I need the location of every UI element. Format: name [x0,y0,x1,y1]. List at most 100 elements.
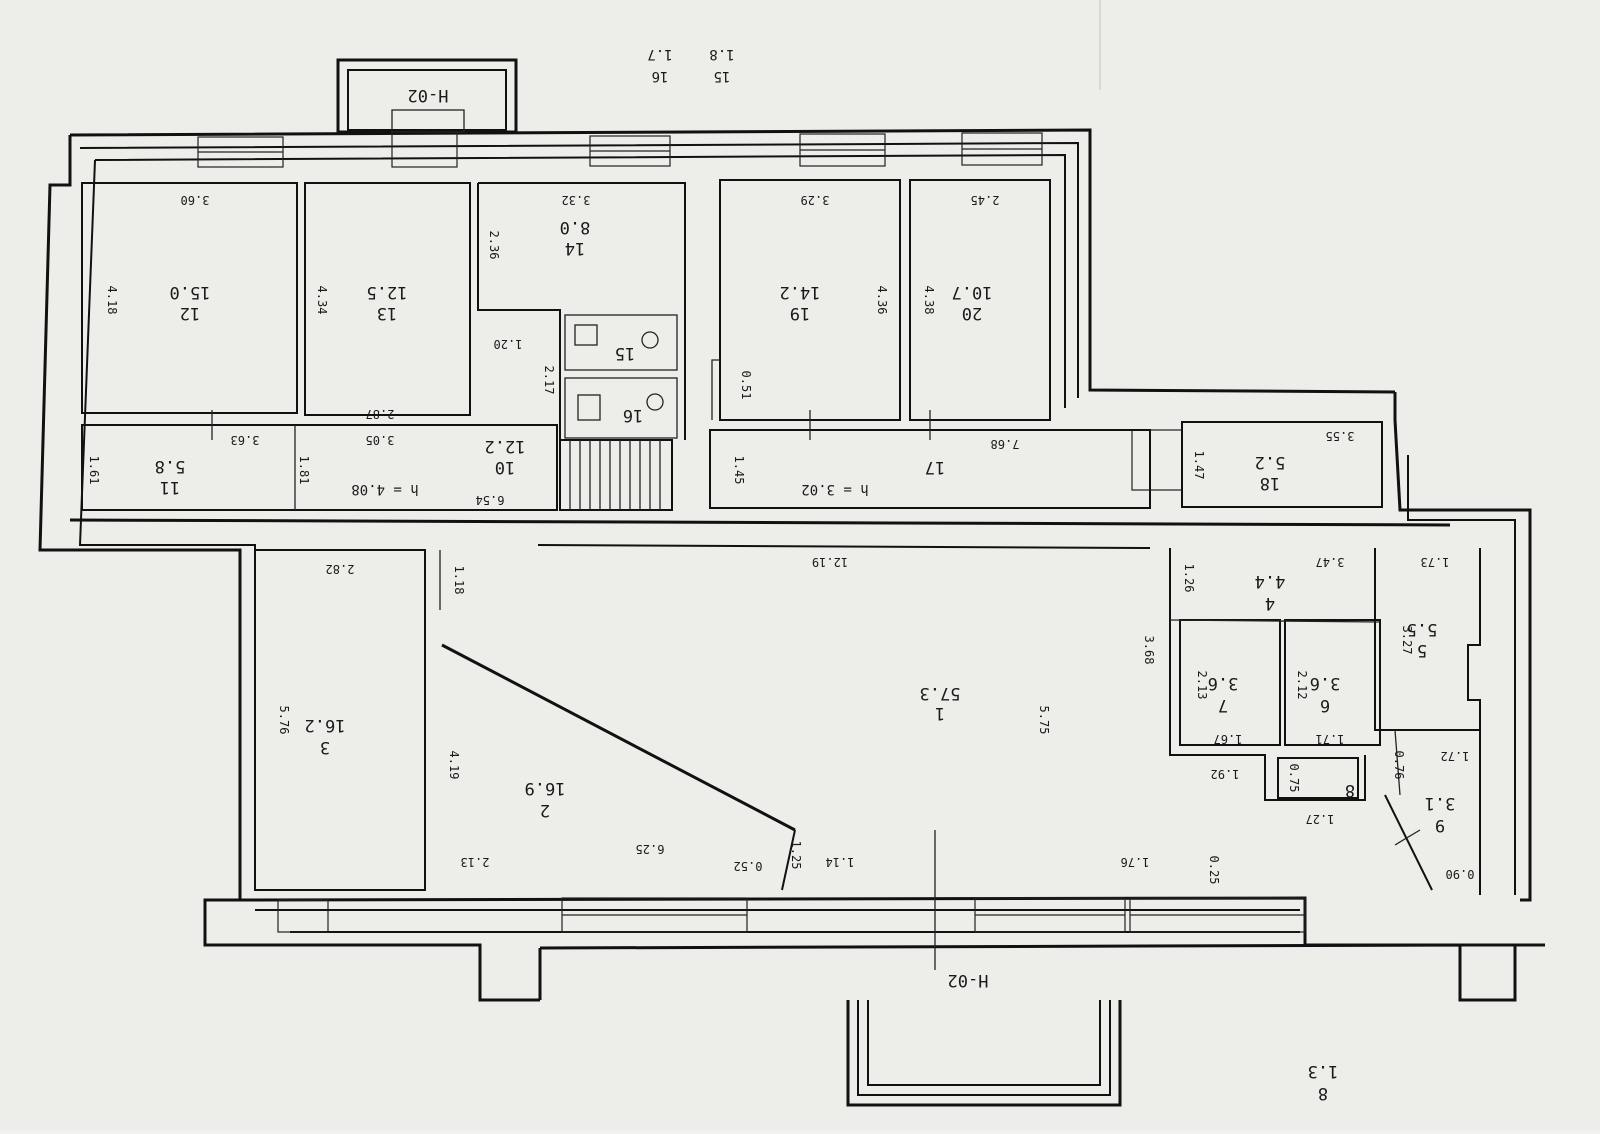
room-number: 19 [790,303,810,323]
dim-label: 3.05 [366,433,395,447]
top-marks: 16 1.7 15 1.8 [647,46,734,84]
room-area: 15.0 [170,282,211,302]
dim-label: 3.55 [1326,429,1355,443]
dim-label: 0.76 [1392,751,1406,780]
room-number: 2 [540,800,550,820]
room-number: 12 [180,303,200,323]
dim-label: 2.12 [1295,671,1309,700]
outer-walls [38,128,1545,1002]
room-number: 14 [565,238,585,258]
dim-label: 1.45 [732,456,746,485]
room-number: 11 [160,477,180,497]
dim-label: 7.68 [991,437,1020,451]
room-area: 12.2 [485,436,526,456]
dim-label: 2.82 [326,562,355,576]
dim-label: 0.51 [739,371,753,400]
dim-label: 2.45 [971,193,1000,207]
top-mark: 1.7 [647,46,672,62]
room-area: 16.2 [305,715,346,735]
dim-label: 0.75 [1287,764,1301,793]
dim-label: 6.25 [636,842,665,856]
dim-label: h = 3.02 [801,481,868,497]
room-area: 12.5 [367,282,408,302]
dim-label: 3.60 [181,193,210,207]
annex-bottom-label: Н-02 [948,970,989,990]
dim-label: 3.27 [1400,626,1414,655]
dim-label: 4.18 [105,286,119,315]
room-area: 57.3 [920,683,961,703]
dim-label: 5.75 [1037,706,1051,735]
room-area: 14.2 [780,282,821,302]
dim-label: 12.19 [812,555,848,569]
dim-label: 1.27 [1306,812,1335,826]
room-number: 15 [615,343,635,363]
room-number: 9 [1435,815,1445,835]
dim-label: 4.38 [922,286,936,315]
dim-label: 4.36 [875,286,889,315]
dim-label: h = 4.08 [351,481,418,497]
dim-label: 1.71 [1316,732,1345,746]
room-area: 5.2 [1255,452,1286,472]
room-number: 17 [925,457,945,477]
room-labels: 12 15.0 13 12.5 14 8.0 15 16 19 14.2 20 … [155,217,1456,1103]
room-number: 13 [377,303,397,323]
dim-label: 1.73 [1421,555,1450,569]
room-area: 4.4 [1255,571,1286,591]
dim-label: 1.20 [494,337,523,351]
room-number: 10 [495,457,515,477]
room-area: 16.9 [525,778,566,798]
dim-label: 1.61 [87,456,101,485]
room-number: 4 [1265,593,1275,613]
room-number: 8 [1318,1083,1328,1103]
dim-label: 6.54 [476,493,505,507]
dim-label: 1.18 [452,566,466,595]
room-area: 3.6 [1310,673,1341,693]
room-number: 3 [320,737,330,757]
room-area: 1.3 [1308,1061,1339,1081]
dim-label: 4.34 [315,286,329,315]
dim-label: 1.76 [1121,855,1150,869]
dim-label: 1.47 [1192,451,1206,480]
room-number: 8 [1345,780,1355,800]
dim-label: 5.76 [277,706,291,735]
dim-label: 1.14 [826,855,855,869]
dim-label: 3.47 [1316,555,1345,569]
room-area: 3.6 [1208,673,1239,693]
dim-label: 1.26 [1182,564,1196,593]
dim-label: 3.32 [562,193,591,207]
dim-label: 0.90 [1446,867,1475,881]
dimension-labels: 3.60 3.32 3.29 2.45 4.18 4.34 2.36 1.20 … [87,193,1474,884]
room-number: 5 [1417,640,1427,660]
annex-top-label: Н-02 [408,85,449,105]
dim-label: 1.25 [789,841,803,870]
dim-label: 0.25 [1207,856,1221,885]
room-number: 6 [1320,695,1330,715]
dim-label: 1.67 [1214,732,1243,746]
dim-label: 1.92 [1211,767,1240,781]
room-number: 20 [962,303,982,323]
dim-label: 2.87 [366,407,395,421]
dim-label: 1.81 [297,456,311,485]
room-area: 5.5 [1407,619,1438,639]
dim-label: 2.36 [487,231,501,260]
room-number: 1 [935,703,945,723]
dim-label: 3.29 [801,193,830,207]
dim-label: 1.72 [1441,749,1470,763]
room-number: 18 [1260,473,1280,493]
dim-label: 2.13 [1195,671,1209,700]
dim-label: 3.68 [1142,636,1156,665]
room-area: 3.1 [1425,793,1456,813]
room-area: 8.0 [560,217,591,237]
interior-walls [81,179,1481,970]
room-area: 10.7 [952,282,993,302]
dim-label: 4.19 [447,751,461,780]
windows [197,131,1306,933]
dim-label: 2.17 [542,366,556,395]
dim-label: 0.52 [734,859,763,873]
dim-label: 2.13 [461,855,490,869]
room-area: 5.8 [155,456,186,476]
